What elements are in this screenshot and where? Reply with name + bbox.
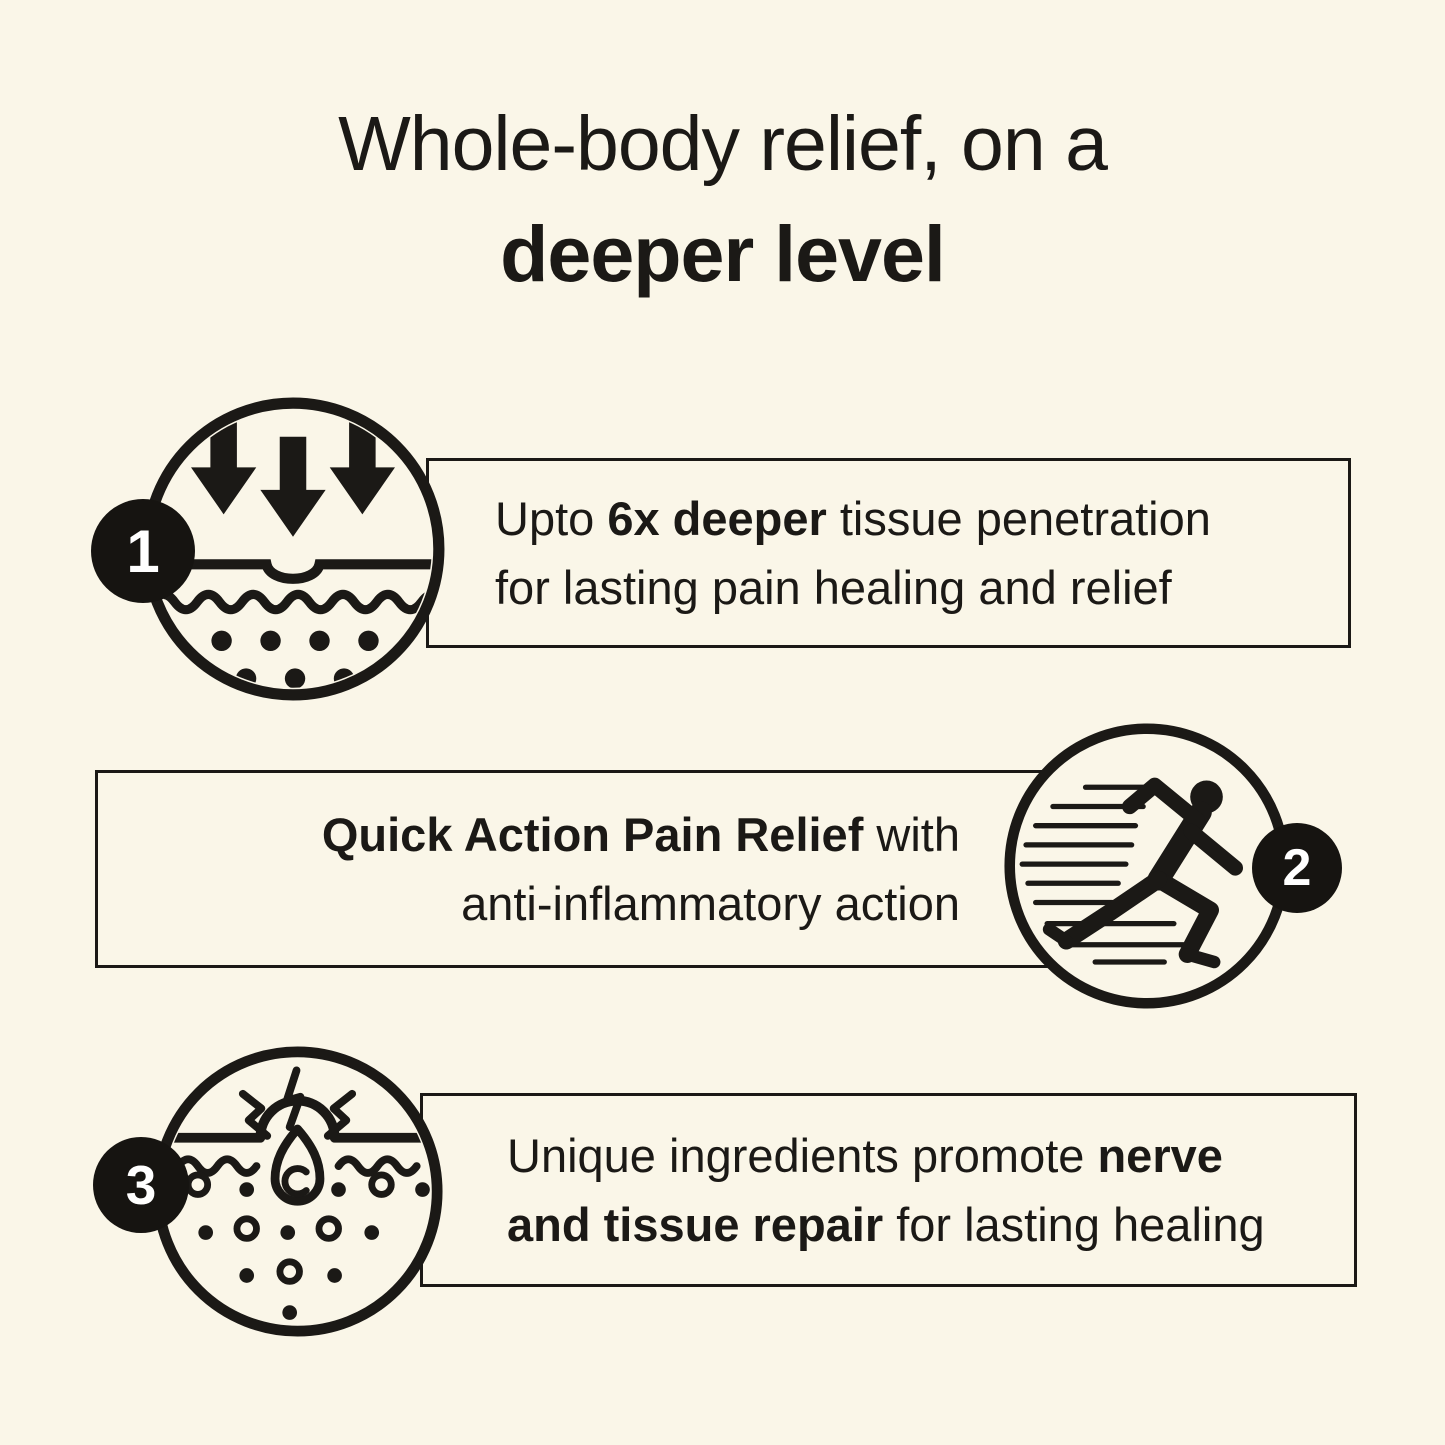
step-badge-3: 3 (93, 1137, 189, 1233)
step-number-2: 2 (1282, 839, 1312, 897)
step-badge-2: 2 (1252, 823, 1342, 913)
step-number-1: 1 (126, 517, 160, 585)
title-line-1: Whole-body relief, on a (338, 101, 1108, 187)
nerve-repair-icon (151, 1045, 444, 1338)
step-badge-1: 1 (91, 499, 195, 603)
step-number-3: 3 (125, 1154, 157, 1216)
title-line-2: deeper level (500, 209, 946, 298)
runner-icon (1003, 722, 1291, 1010)
